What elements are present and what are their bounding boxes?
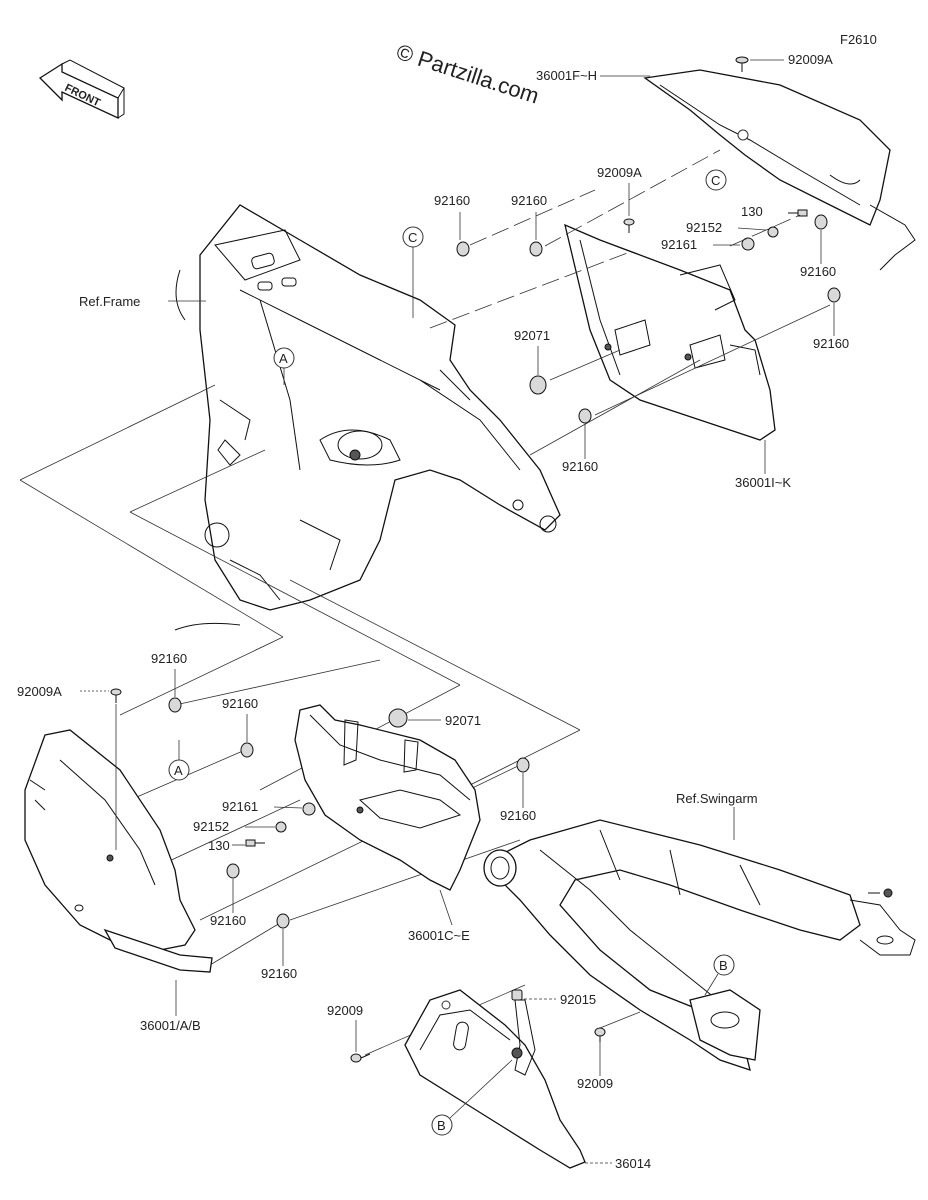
- part-label-92160-e: 92160: [562, 459, 598, 474]
- grommet-92160-e-icon: [578, 408, 592, 424]
- grommet-92160-b-icon: [529, 241, 543, 257]
- part-label-36001-A-B: 36001/A/B: [140, 1018, 201, 1033]
- part-label-92152-lower: 92152: [193, 819, 229, 834]
- part-label-92015: 92015: [560, 992, 596, 1007]
- part-label-92160-h: 92160: [500, 808, 536, 823]
- callout-b-chainguard: B: [431, 1059, 513, 1136]
- bolt-130-upper-icon: [788, 209, 808, 217]
- part-label-92009-right: 92009: [577, 1076, 613, 1091]
- ref-frame-label: Ref.Frame: [79, 294, 140, 309]
- grommet-92160-g-icon: [240, 742, 254, 758]
- part-label-92160-f: 92160: [151, 651, 187, 666]
- part-label-92160-b: 92160: [511, 193, 547, 208]
- part-label-92160-c: 92160: [800, 264, 836, 279]
- part-label-130-upper: 130: [741, 204, 763, 219]
- grommet-92071-upper-icon: [529, 375, 547, 395]
- part-label-36014: 36014: [615, 1156, 651, 1171]
- callout-c-frame-label: C: [408, 230, 417, 245]
- cover-36001-A-B-illustration: [24, 729, 213, 973]
- screw-92009A-mid-icon: [623, 218, 635, 233]
- watermark: © Partzilla.com: [393, 39, 542, 109]
- callout-a-lower: A: [168, 740, 190, 781]
- cover-36001F-H-illustration: [643, 69, 916, 271]
- part-label-130-lower: 130: [208, 838, 230, 853]
- part-label-92009A-mid: 92009A: [597, 165, 642, 180]
- part-label-92071-upper: 92071: [514, 328, 550, 343]
- part-label-92161-upper: 92161: [661, 237, 697, 252]
- grommet-92071-lower-icon: [388, 708, 408, 728]
- part-label-36001F-H: 36001F~H: [536, 68, 597, 83]
- ref-swingarm-label: Ref.Swingarm: [676, 791, 758, 806]
- front-arrow-icon: FRONT: [38, 59, 125, 120]
- screw-92009A-lower-icon: [110, 688, 122, 703]
- screw-92009-right-icon: [594, 1027, 606, 1042]
- washer-92152-lower-icon: [275, 821, 287, 833]
- washer-92152-upper-icon: [767, 226, 779, 238]
- part-label-92160-a: 92160: [434, 193, 470, 208]
- collar-92161-lower-icon: [302, 802, 316, 816]
- callout-b-swingarm: B: [704, 954, 735, 996]
- swingarm-illustration: [483, 819, 916, 1071]
- callout-a-frame-label: A: [279, 351, 288, 366]
- part-label-92071-lower: 92071: [445, 713, 481, 728]
- screw-92009A-top-icon: [735, 56, 749, 72]
- cover-36001C-E-illustration: [294, 704, 481, 891]
- callout-b-swingarm-label: B: [719, 958, 728, 973]
- part-label-92160-g: 92160: [222, 696, 258, 711]
- grommet-92160-d-icon: [827, 287, 841, 303]
- frame-illustration: [174, 204, 561, 631]
- part-label-92009A-top: 92009A: [788, 52, 833, 67]
- collar-92161-upper-icon: [741, 237, 755, 251]
- part-label-36001I-K: 36001I~K: [735, 475, 791, 490]
- cover-36001I-K-illustration: [564, 223, 776, 441]
- callout-c-frame: C: [402, 226, 424, 318]
- part-label-92009A-lower: 92009A: [17, 684, 62, 699]
- callout-c-upper-right: C: [705, 169, 727, 191]
- screw-92009-left-icon: [350, 1053, 371, 1063]
- grommet-92160-c-icon: [814, 214, 828, 230]
- callout-a-frame: A: [273, 347, 295, 385]
- part-label-92160-j: 92160: [261, 966, 297, 981]
- grommet-92160-h-icon: [516, 757, 530, 773]
- diagram-code: F2610: [840, 32, 877, 47]
- grommet-92160-f-icon: [168, 697, 182, 713]
- part-label-92160-i: 92160: [210, 913, 246, 928]
- callout-b-chainguard-label: B: [437, 1118, 446, 1133]
- chain-guard-36014-illustration: [404, 989, 586, 1169]
- grommet-92160-j-icon: [276, 913, 290, 929]
- assembly-lines: [19, 149, 831, 1056]
- callout-c-upper-right-label: C: [711, 173, 720, 188]
- part-label-92152-upper: 92152: [686, 220, 722, 235]
- callout-a-lower-label: A: [174, 763, 183, 778]
- grommet-92160-a-icon: [456, 241, 470, 257]
- part-label-36001C-E: 36001C~E: [408, 928, 470, 943]
- part-label-92160-d: 92160: [813, 336, 849, 351]
- part-label-92009-left: 92009: [327, 1003, 363, 1018]
- grommet-92160-i-icon: [226, 863, 240, 879]
- clip-92015-icon: [511, 989, 523, 1001]
- part-label-92161-lower: 92161: [222, 799, 258, 814]
- bolt-130-lower-icon: [245, 839, 265, 847]
